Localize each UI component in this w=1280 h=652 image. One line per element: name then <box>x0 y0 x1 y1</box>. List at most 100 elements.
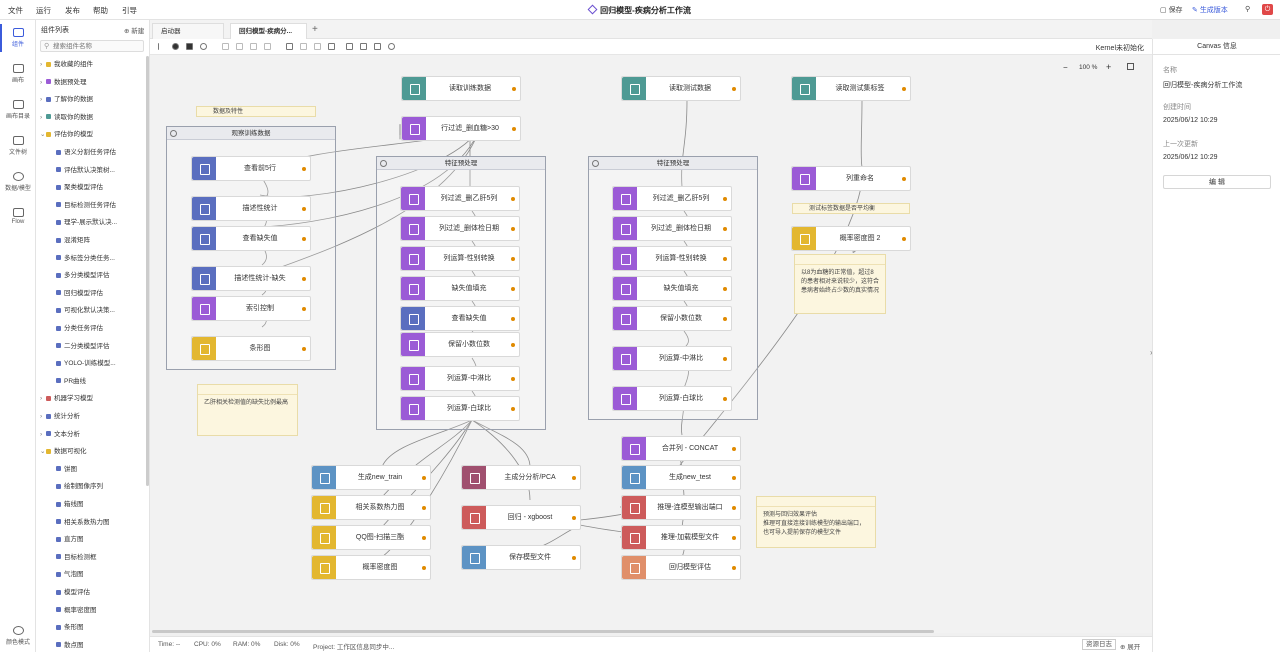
tree-item[interactable]: 箱线图 <box>36 496 146 513</box>
menu-help[interactable]: 帮助 <box>93 6 108 15</box>
output-port[interactable] <box>723 257 727 261</box>
output-port[interactable] <box>511 227 515 231</box>
menu-guide[interactable]: 引导 <box>122 6 137 15</box>
tree-category[interactable]: ›我收藏的组件 <box>36 56 146 73</box>
arrange-icon[interactable] <box>328 43 335 50</box>
tree-item[interactable]: 分类任务评估 <box>36 320 146 337</box>
output-port[interactable] <box>422 506 426 510</box>
output-port[interactable] <box>732 447 736 451</box>
edit-button[interactable]: 编 辑 <box>1163 175 1271 189</box>
group-label-test-labels[interactable]: 测试标签数据是否平均衡 <box>792 203 910 214</box>
node-c1[interactable]: 列过滤_删乙肝5列 <box>400 186 520 211</box>
align-icon[interactable] <box>286 43 293 50</box>
tree-item[interactable]: 聚类模型评估 <box>36 179 146 196</box>
tree-item[interactable]: YOLO-训练模型... <box>36 355 146 372</box>
add-tab-icon[interactable]: + <box>312 24 318 35</box>
tree-item[interactable]: 评估默认决策树... <box>36 162 146 179</box>
output-port[interactable] <box>302 277 306 281</box>
ungroup-icon[interactable] <box>314 43 321 50</box>
tree-item[interactable]: 混淆矩阵 <box>36 232 146 249</box>
expand-button[interactable]: ⊕ 展开 <box>1120 644 1141 651</box>
tree-item[interactable]: 目标检测任务评估 <box>36 197 146 214</box>
node-b1[interactable]: 查看前5行 <box>191 156 311 181</box>
tree-item[interactable]: 绘制图像序列 <box>36 478 146 495</box>
tree-item[interactable]: 二分类模型评估 <box>36 338 146 355</box>
output-port[interactable] <box>723 197 727 201</box>
node-d4[interactable]: 缺失值填充 <box>612 276 732 301</box>
tree-category[interactable]: ›数据预处理 <box>36 74 146 91</box>
anchor-icon[interactable] <box>346 43 353 50</box>
output-port[interactable] <box>732 87 736 91</box>
output-port[interactable] <box>302 207 306 211</box>
output-port[interactable] <box>723 287 727 291</box>
output-port[interactable] <box>723 227 727 231</box>
tree-item[interactable]: 散点图 <box>36 637 146 652</box>
output-port[interactable] <box>723 317 727 321</box>
node-g2[interactable]: 生成new_test <box>621 465 741 490</box>
link-icon[interactable]: ⚲ <box>1245 6 1251 13</box>
rail-data-model[interactable]: 数据/模型 <box>0 172 36 192</box>
component-scrollbar[interactable] <box>146 56 149 486</box>
resource-log-button[interactable]: 资源日志 <box>1082 639 1116 650</box>
node-a4[interactable]: 读取测试集标签 <box>791 76 911 101</box>
node-g5[interactable]: 回归模型评估 <box>621 555 741 580</box>
output-port[interactable] <box>902 87 906 91</box>
output-port[interactable] <box>422 566 426 570</box>
output-port[interactable] <box>512 127 516 131</box>
tree-item[interactable]: 模型评估 <box>36 584 146 601</box>
node-c5[interactable]: 查看缺失值 <box>400 306 520 331</box>
node-g1[interactable]: 合并列 - CONCAT <box>621 436 741 461</box>
tree-category[interactable]: ›统计分析 <box>36 408 146 425</box>
collapse-icon[interactable] <box>380 160 387 167</box>
node-e1[interactable]: 生成new_train <box>311 465 431 490</box>
restart-icon[interactable] <box>200 43 207 50</box>
output-port[interactable] <box>732 536 736 540</box>
publish-button[interactable]: ✎ 生成版本 <box>1192 7 1228 14</box>
node-e3[interactable]: QQ图-扫描三酯 <box>311 525 431 550</box>
tree-item[interactable]: 饼图 <box>36 461 146 478</box>
canvas-horizontal-scrollbar[interactable] <box>152 630 934 633</box>
collapse-icon[interactable] <box>170 130 177 137</box>
collapse-right-icon[interactable]: › <box>1150 348 1152 357</box>
refresh-icon[interactable] <box>388 43 395 50</box>
node-c3[interactable]: 列运算-性别转换 <box>400 246 520 271</box>
node-c7[interactable]: 列运算-中淋比 <box>400 366 520 391</box>
node-a5[interactable]: 列重命名 <box>791 166 911 191</box>
tab-launcher[interactable]: 启动器 <box>152 23 224 39</box>
tree-item[interactable]: 可视化默认决策... <box>36 302 146 319</box>
tree-item[interactable]: 相关系数热力图 <box>36 514 146 531</box>
output-port[interactable] <box>302 347 306 351</box>
output-port[interactable] <box>302 167 306 171</box>
fit-view-icon[interactable] <box>1127 63 1134 70</box>
new-component-button[interactable]: ⊕ 新建 <box>124 28 145 35</box>
node-d6[interactable]: 列运算-中淋比 <box>612 346 732 371</box>
menu-run[interactable]: 运行 <box>36 6 51 15</box>
tree-item[interactable]: 语义分割任务评估 <box>36 144 146 161</box>
output-port[interactable] <box>572 476 576 480</box>
save-button[interactable]: ▢ 保存 <box>1160 7 1183 14</box>
cut-icon[interactable] <box>222 43 229 50</box>
search-input[interactable] <box>53 42 141 51</box>
output-port[interactable] <box>902 177 906 181</box>
zoom-out-button[interactable]: − <box>1063 63 1068 72</box>
output-port[interactable] <box>723 397 727 401</box>
tree-category[interactable]: ›读取你的数据 <box>36 109 146 126</box>
tree-category[interactable]: ›了解你的数据 <box>36 91 146 108</box>
output-port[interactable] <box>902 237 906 241</box>
rail-flow[interactable]: Flow <box>0 208 36 225</box>
tree-category[interactable]: ›文本分析 <box>36 426 146 443</box>
tree-category[interactable]: ›机器学习模型 <box>36 390 146 407</box>
output-port[interactable] <box>511 343 515 347</box>
output-port[interactable] <box>511 287 515 291</box>
tree-item[interactable]: 直方图 <box>36 531 146 548</box>
group-icon[interactable] <box>300 43 307 50</box>
note-hepatitis[interactable]: 乙肝相关检测值的缺失比例最高 <box>197 384 298 436</box>
menu-publish[interactable]: 发布 <box>65 6 80 15</box>
tree-item[interactable]: 条形图 <box>36 619 146 636</box>
node-b3[interactable]: 查看缺失值 <box>191 226 311 251</box>
note-glucose[interactable]: 以8为血糖的正常值，超过8的患者相对来说较少，这符合患病者始终占少数的真实情况 <box>794 254 886 314</box>
component-search[interactable]: ⚲ <box>40 40 144 52</box>
node-c2[interactable]: 列过滤_删体检日期 <box>400 216 520 241</box>
node-d5[interactable]: 保留小数位数 <box>612 306 732 331</box>
tree-item[interactable]: 多分类模型评估 <box>36 267 146 284</box>
